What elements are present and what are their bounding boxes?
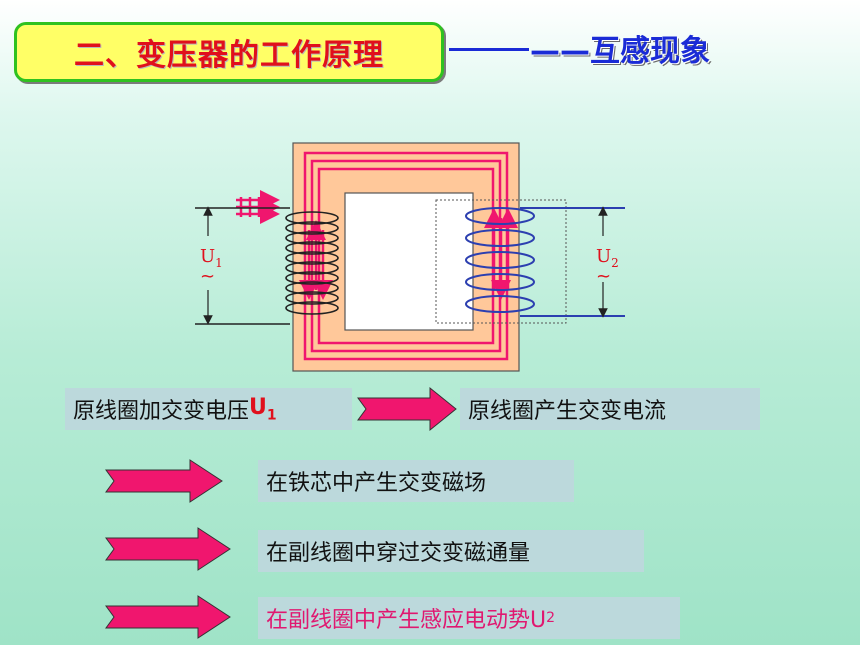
u2-label: U2: [596, 246, 619, 270]
flow-arrows: [105, 386, 457, 639]
title-dash-line: [449, 48, 529, 51]
iron-core: [292, 142, 520, 372]
u2-tilde: ~: [596, 266, 611, 287]
step-core-field: 在铁芯中产生交变磁场: [258, 460, 574, 502]
magnetic-flux-lines: [299, 151, 518, 361]
arrow-4: [105, 595, 231, 639]
arrow-3: [105, 527, 231, 571]
step-secondary-flux: 在副线圈中穿过交变磁通量: [258, 530, 644, 572]
arrow-1: [357, 386, 457, 432]
secondary-frame: [435, 199, 567, 324]
arrow-2: [105, 459, 223, 503]
step-primary-current: 原线圈产生交变电流: [460, 388, 760, 430]
u1-label: U1: [200, 246, 223, 270]
subtitle: ——互感现象: [530, 34, 710, 69]
current-arrows: [236, 190, 280, 224]
title-box: 二、变压器的工作原理: [14, 22, 444, 82]
page-title: 二、变压器的工作原理: [74, 38, 384, 73]
u1-tilde: ~: [200, 266, 215, 287]
